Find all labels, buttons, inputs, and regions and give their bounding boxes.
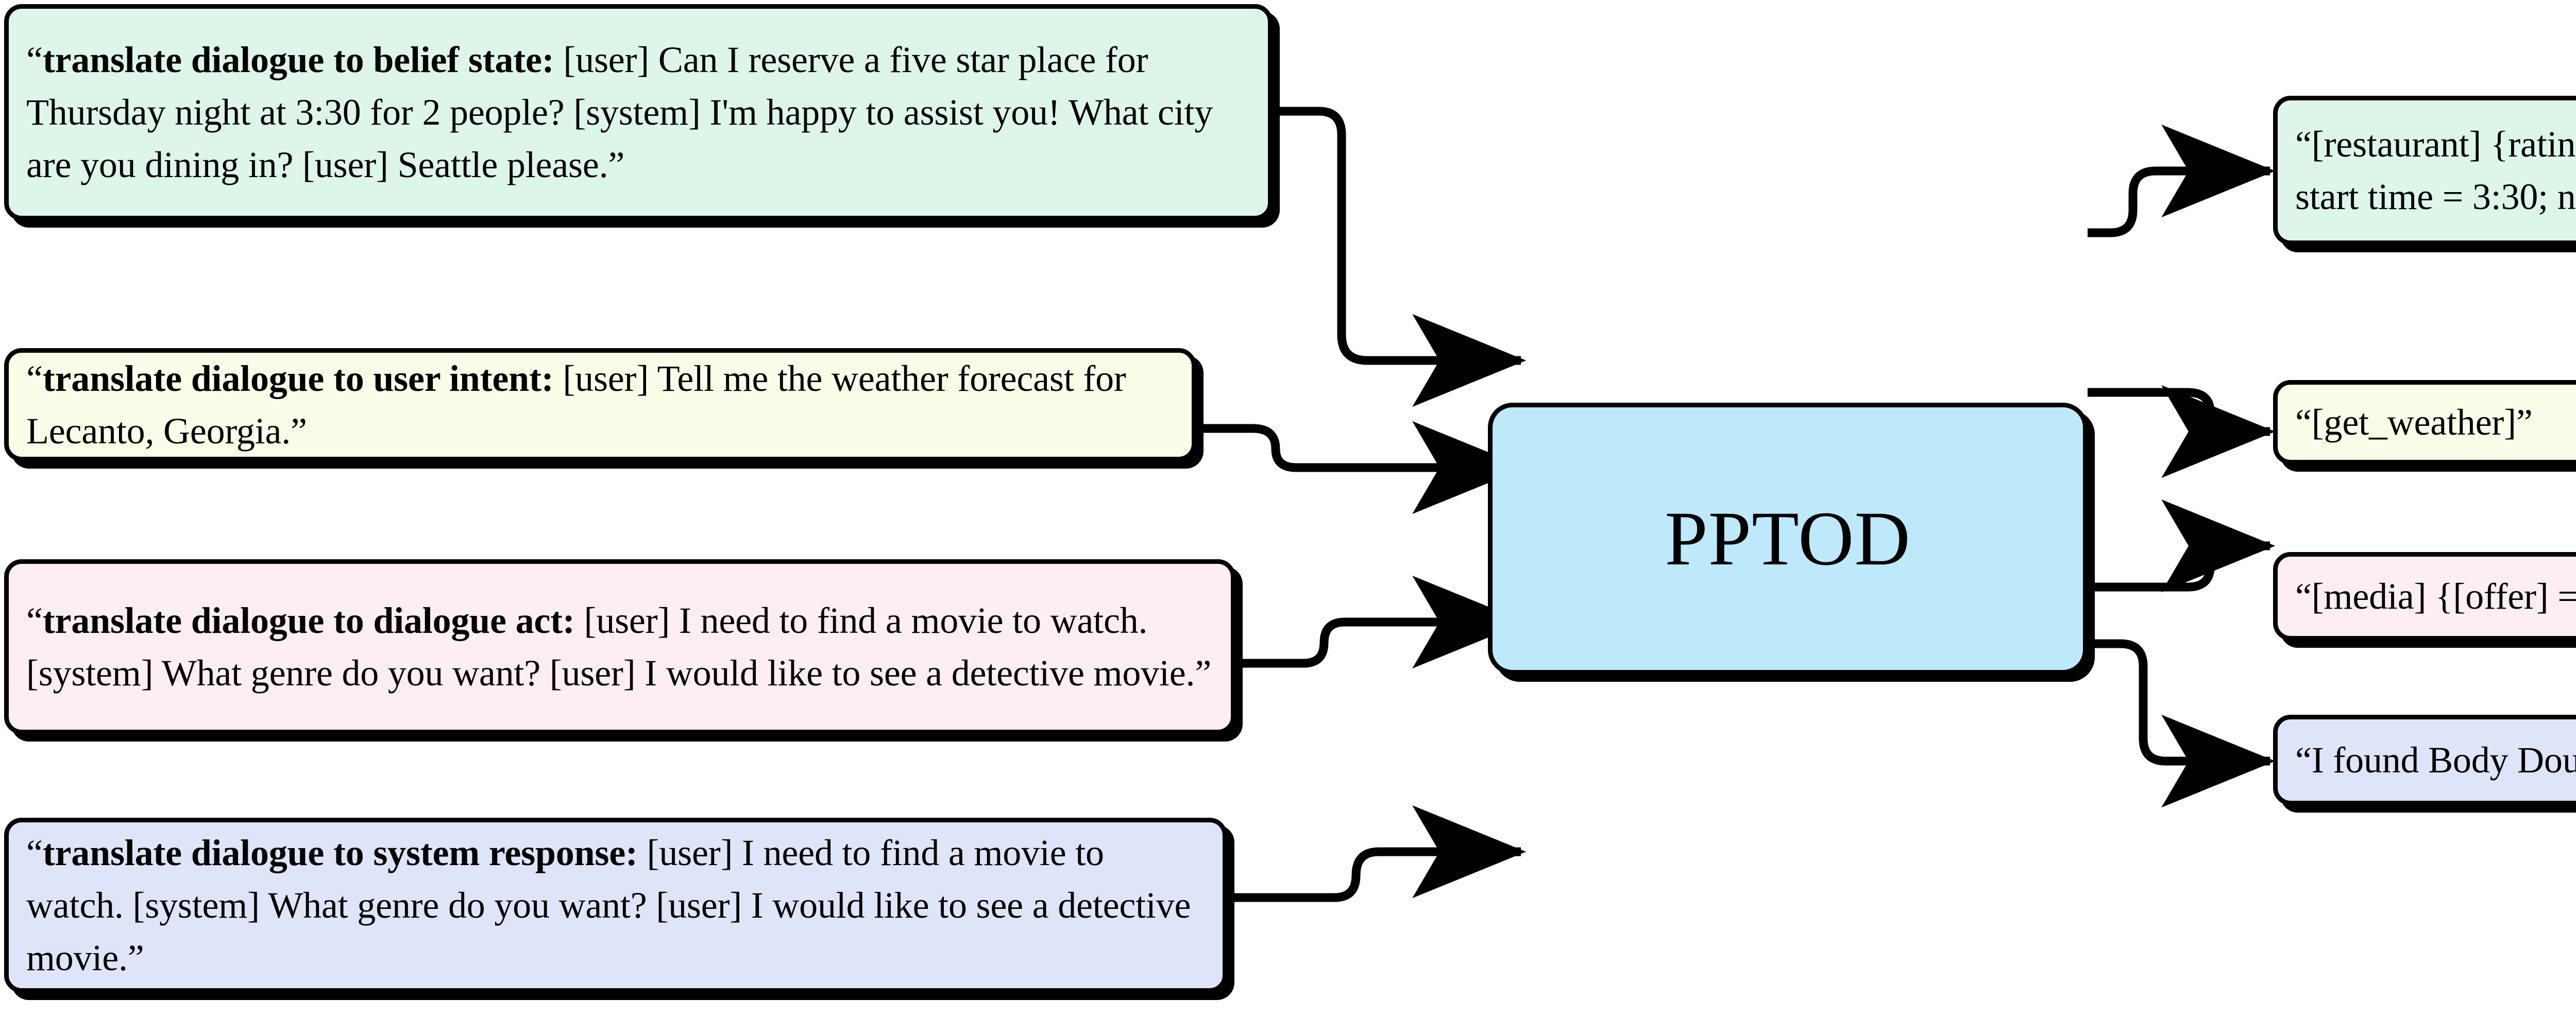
model-box-pptod[interactable]: PPTOD <box>1488 403 2088 675</box>
output-text-belief-state: “[restaurant] {rating = five star; date … <box>2295 123 2576 217</box>
dialogue-body-dialogue-act: [user] I need to find a movie to watch. … <box>26 599 1212 694</box>
wire-system-response-out <box>2088 639 2276 808</box>
wire-dialogue-act-out <box>2088 499 2276 593</box>
wire-user-intent-out <box>2088 385 2276 478</box>
output-box-dialogue-act[interactable]: “[media] {[offer] = movie name}” <box>2273 552 2576 641</box>
dialogue-body-system-response: [user] I need to find a movie to watch. … <box>26 832 1191 979</box>
wire-system-response-in <box>1227 805 1527 902</box>
wire-user-intent-in <box>1196 421 1527 514</box>
output-box-system-response[interactable]: “I found Body Double and CItizen Kane.” <box>2273 715 2576 805</box>
input-box-user-intent[interactable]: “translate dialogue to user intent: [use… <box>4 348 1196 461</box>
open-quote: “ <box>26 39 43 80</box>
input-box-dialogue-act[interactable]: “translate dialogue to dialogue act: [us… <box>4 559 1235 734</box>
output-box-user-intent[interactable]: “[get_weather]” <box>2273 380 2576 464</box>
input-text-system-response: “translate dialogue to system response: … <box>9 827 1223 985</box>
output-text-dialogue-act: “[media] {[offer] = movie name}” <box>2295 575 2576 617</box>
input-text-belief-state: “translate dialogue to belief state: [us… <box>9 33 1268 192</box>
dialogue-body-user-intent: [user] Tell me the weather forecast for … <box>26 357 1126 452</box>
open-quote: “ <box>26 832 43 873</box>
prompt-prefix-user-intent: translate dialogue to user intent: <box>42 357 554 399</box>
input-text-dialogue-act: “translate dialogue to dialogue act: [us… <box>9 594 1231 699</box>
wire-belief-state-in <box>1273 107 1527 407</box>
input-box-belief-state[interactable]: “translate dialogue to belief state: [us… <box>4 4 1273 220</box>
model-label: PPTOD <box>1665 495 1911 581</box>
wire-dialogue-act-in <box>1235 575 1527 669</box>
input-box-system-response[interactable]: “translate dialogue to system response: … <box>4 818 1227 993</box>
output-box-belief-state[interactable]: “[restaurant] {rating = five star; date … <box>2273 96 2576 245</box>
output-text-user-intent: “[get_weather]” <box>2295 401 2533 443</box>
output-text-system-response: “I found Body Double and CItizen Kane.” <box>2295 739 2576 781</box>
prompt-prefix-dialogue-act: translate dialogue to dialogue act: <box>42 599 575 641</box>
wire-belief-state-out <box>2088 124 2276 237</box>
open-quote: “ <box>26 357 43 399</box>
prompt-prefix-system-response: translate dialogue to system response: <box>42 832 638 873</box>
open-quote: “ <box>26 599 43 641</box>
dialogue-body-belief-state: [user] Can I reserve a five star place f… <box>26 39 1213 186</box>
prompt-prefix-belief-state: translate dialogue to belief state: <box>42 39 554 80</box>
input-text-user-intent: “translate dialogue to user intent: [use… <box>9 352 1192 457</box>
